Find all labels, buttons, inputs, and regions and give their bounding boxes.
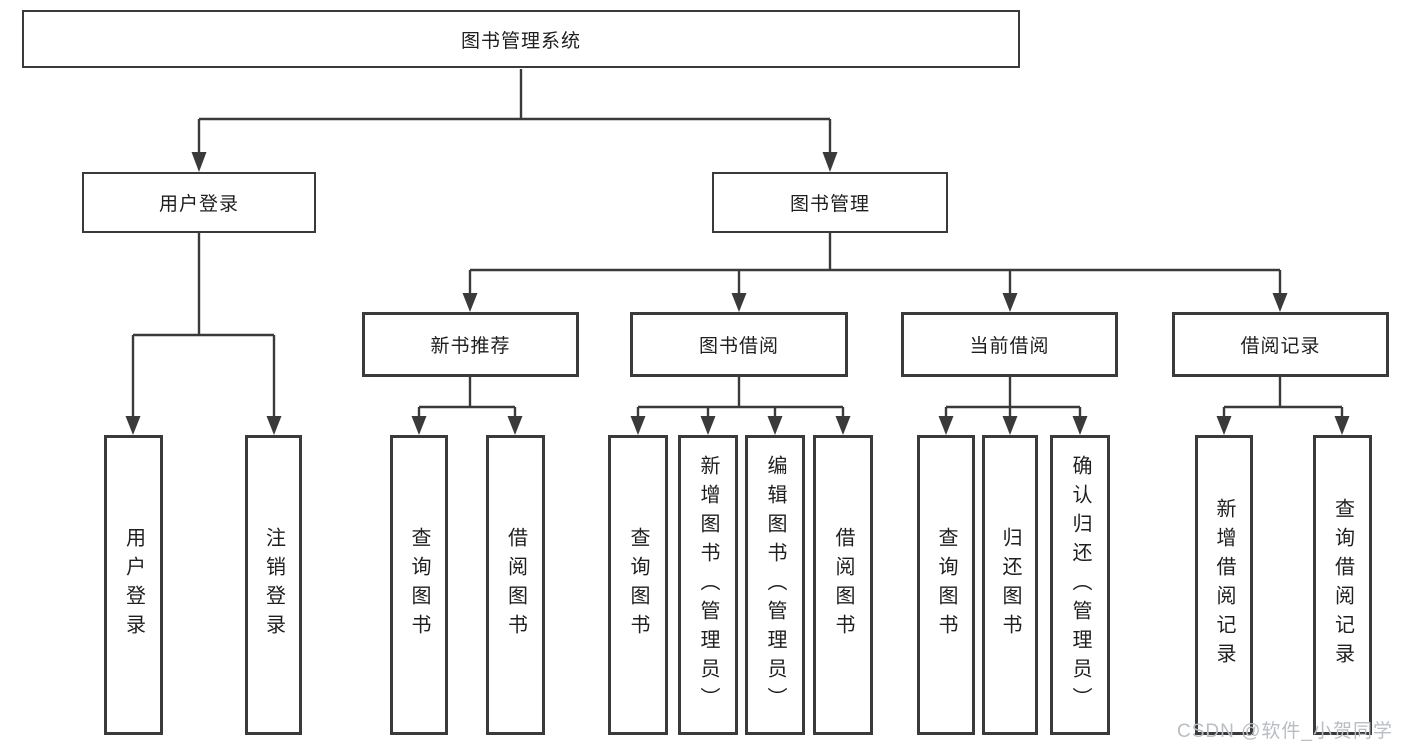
watermark: CSDN @软件_小贺同学 (1177, 721, 1393, 742)
leaf-add-borrow-record: 新增借阅记录 (1195, 435, 1253, 735)
leaf-confirm-return-admin: 确认归还（管理员） (1050, 435, 1110, 735)
leaf-query-borrow-record: 查询借阅记录 (1313, 435, 1372, 735)
leaf-logout: 注销登录 (245, 435, 302, 735)
leaf-query-books-borrow: 查询图书 (608, 435, 668, 735)
node-borrowing-records: 借阅记录 (1172, 312, 1389, 377)
leaf-return-book: 归还图书 (982, 435, 1038, 735)
leaf-borrow-books-recommend: 借阅图书 (486, 435, 545, 735)
node-book-borrowing: 图书借阅 (630, 312, 848, 377)
node-user-login: 用户登录 (82, 172, 316, 233)
leaf-edit-book-admin: 编辑图书（管理员） (745, 435, 805, 735)
leaf-query-books-current: 查询图书 (917, 435, 975, 735)
node-current-borrowing: 当前借阅 (901, 312, 1118, 377)
node-library-system: 图书管理系统 (22, 10, 1020, 68)
leaf-add-book-admin: 新增图书（管理员） (678, 435, 738, 735)
node-book-management: 图书管理 (712, 172, 948, 233)
node-new-book-recommend: 新书推荐 (362, 312, 579, 377)
leaf-user-login: 用户登录 (104, 435, 163, 735)
leaf-query-books-recommend: 查询图书 (390, 435, 448, 735)
leaf-borrow-books: 借阅图书 (813, 435, 873, 735)
